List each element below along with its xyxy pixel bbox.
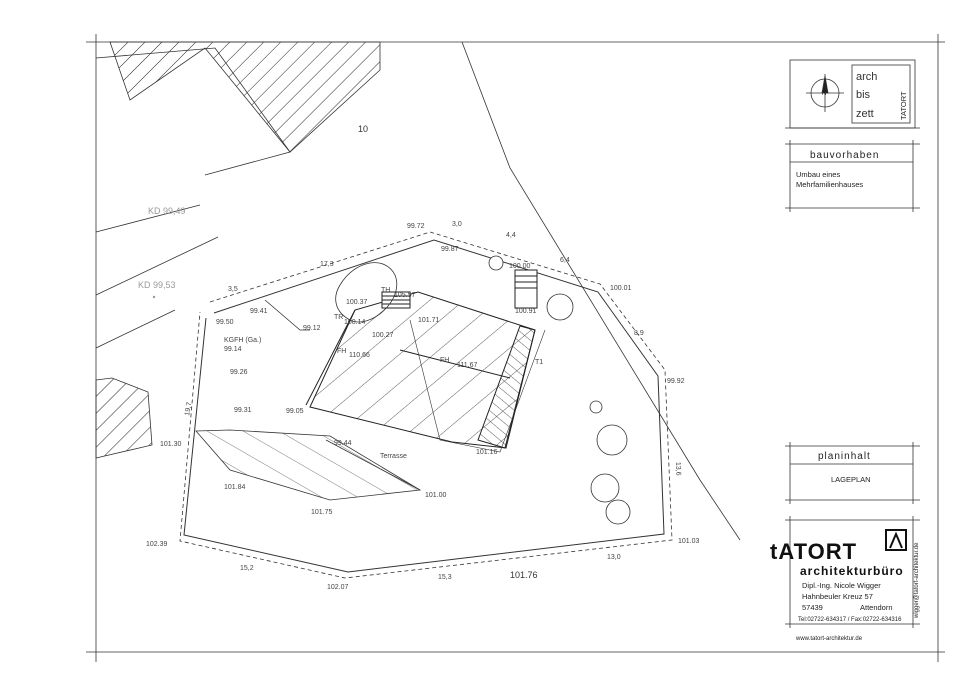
dim-3-5: 3,5 [228, 286, 238, 293]
elev-102-39: 102.39 [146, 541, 168, 548]
label-terrace: Terrasse [380, 453, 407, 460]
elev-100-91: 100.91 [515, 308, 537, 315]
office-street: Hahnbeuler Kreuz 57 [802, 592, 873, 601]
parcel-number: 10 [358, 124, 368, 134]
elev-99-44: 99.44 [334, 440, 352, 447]
title-block-office-frame [785, 516, 920, 628]
elev-101-84: 101.84 [224, 484, 246, 491]
project-line-1: Umbau eines [796, 170, 840, 179]
north-arrow-icon [806, 74, 844, 112]
title-block-content-frame [785, 442, 920, 504]
label-fh-east-val: 111.67 [457, 362, 477, 369]
elevation-labels: 99.72 99.87 100.00 100.01 99.92 100.91 1… [146, 223, 700, 591]
dim-13-6: 13,6 [674, 462, 681, 476]
elev-99-72: 99.72 [407, 223, 425, 230]
elev-100-27: 100.27 [372, 332, 394, 339]
label-tr: TR [334, 314, 343, 321]
elev-100-00: 100.00 [509, 263, 531, 270]
dim-6-4: 6,4 [560, 257, 570, 264]
content-heading: planinhalt [818, 451, 871, 462]
label-th: TH [381, 287, 390, 294]
elev-101-76: 101.76 [510, 570, 538, 580]
elev-101-16: 101.16 [476, 449, 498, 456]
dim-15-3: 15,3 [438, 574, 452, 581]
elev-99-31: 99.31 [234, 407, 252, 414]
label-th-val: 105.57 [394, 292, 416, 299]
elev-101-00: 101.00 [425, 492, 447, 499]
dim-3-0: 3,0 [452, 221, 462, 228]
neighbour-parcels [95, 41, 741, 541]
content-value: LAGEPLAN [831, 475, 871, 484]
title-block-project-frame [785, 140, 920, 212]
elev-99-87: 99.87 [441, 246, 459, 253]
elev-99-50: 99.50 [216, 319, 234, 326]
logo-line-3: zett [856, 108, 874, 120]
label-fh-west: FH [337, 348, 346, 355]
kd-upper: KD 99,49 [148, 206, 186, 216]
office-phone: Tel:02722-634317 / Fax:02722-634316 [798, 617, 902, 623]
building [305, 269, 538, 449]
office-city: Attendorn [860, 603, 893, 612]
office-zip: 57439 [802, 603, 823, 612]
dim-4-4: 4,4 [506, 232, 516, 239]
logo-brand: TATORT [899, 91, 908, 120]
office-subtitle: architekturbüro [800, 564, 904, 578]
kd-point [152, 295, 156, 299]
title-block-logo [785, 59, 920, 129]
elev-99-14: 99.14 [224, 346, 242, 353]
elev-99-05: 99.05 [286, 408, 304, 415]
north-label: N [822, 91, 826, 97]
label-kgfh: KGFH (Ga.) [224, 337, 261, 344]
dim-8-9: 8,9 [634, 330, 644, 337]
label-fh-east: FH [440, 357, 449, 364]
label-fh-west-val: 110.66 [349, 352, 370, 359]
logo-line-1: arch [856, 71, 877, 83]
elev-101-30: 101.30 [160, 441, 182, 448]
elev-101-75: 101.75 [311, 509, 333, 516]
dim-15-2: 15,2 [240, 565, 254, 572]
hatched-terrain [195, 299, 546, 501]
kd-lower: KD 99,53 [138, 280, 176, 290]
elev-99-26: 99.26 [230, 369, 248, 376]
property-line [183, 239, 665, 573]
project-heading: bauvorhaben [810, 150, 879, 161]
project-line-2: Mehrfamilienhauses [796, 180, 863, 189]
elev-102-07: 102.07 [327, 584, 349, 591]
dim-17-3: 17,3 [320, 261, 334, 268]
elev-99-92: 99.92 [667, 378, 685, 385]
dim-19-7: 19,7 [184, 402, 193, 417]
elev-101-03: 101.03 [678, 538, 700, 545]
office-brand: tATORT [770, 539, 857, 564]
property-boundary [179, 231, 673, 579]
elev-99-12: 99.12 [303, 325, 321, 332]
office-web: www.tatort-architektur.de [795, 636, 863, 642]
office-email: wigger@tatort-architektur.de [914, 542, 920, 619]
dimension-labels: 3,0 4,4 6,4 17,3 3,5 8,9 19,7 13,6 13,0 … [184, 221, 681, 581]
office-person: Dipl.-Ing. Nicole Wigger [802, 581, 881, 590]
trees [335, 255, 631, 525]
logo-line-2: bis [856, 89, 871, 101]
office-logo-icon [885, 529, 907, 551]
elev-99-41: 99.41 [250, 308, 268, 315]
dim-13-0: 13,0 [607, 554, 621, 561]
elev-100-01: 100.01 [610, 285, 632, 292]
elev-100-14: 100.14 [344, 319, 366, 326]
elev-100-37: 100.37 [346, 299, 368, 306]
label-t1: T1 [535, 359, 543, 366]
elev-101-71: 101.71 [418, 317, 440, 324]
